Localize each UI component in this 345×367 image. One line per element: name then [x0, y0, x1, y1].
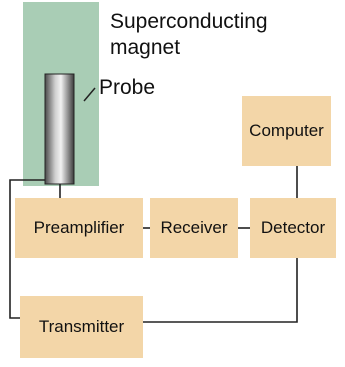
receiver-block: Receiver — [150, 198, 238, 258]
preamplifier-block: Preamplifier — [15, 198, 143, 258]
probe-leader-line — [83, 87, 96, 102]
probe-icon — [44, 73, 75, 185]
transmitter-block: Transmitter — [20, 296, 143, 358]
magnet-label-line1: Superconducting — [110, 10, 268, 33]
detector-block: Detector — [250, 198, 336, 258]
computer-block: Computer — [242, 96, 331, 166]
detector-to-transmitter-line — [143, 258, 298, 323]
magnet-label-line2: magnet — [110, 36, 181, 59]
probe-label: Probe — [99, 76, 156, 99]
probe-to-transmitter-line — [9, 179, 50, 319]
